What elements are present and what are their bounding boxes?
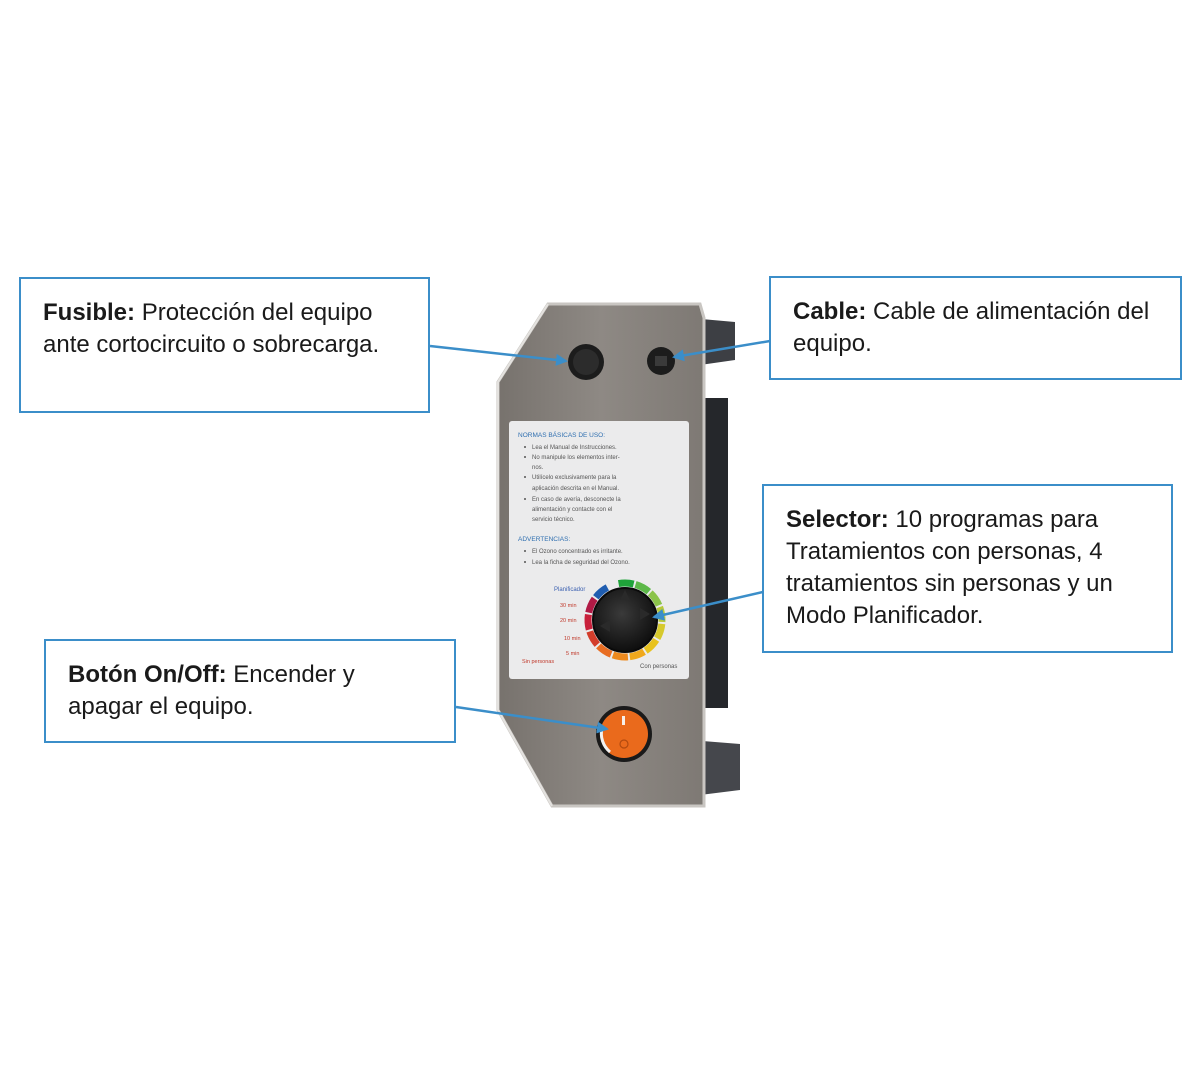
selector-ring-segment xyxy=(617,579,635,588)
program-selector[interactable] xyxy=(584,579,666,661)
cable-text: Cable de alimentación del equipo. xyxy=(793,298,1150,357)
cable-title: Cable: xyxy=(793,298,867,325)
boton-callout: Botón On/Off: Encender y apagar el equip… xyxy=(44,639,456,743)
dial-label-20min: 20 min xyxy=(560,618,577,624)
dial-label-con-personas: Con personas xyxy=(640,664,677,670)
normas-line: aplicación descrita en el Manual. xyxy=(532,486,619,492)
fuse-holder[interactable] xyxy=(568,344,604,380)
selector-ring-segment xyxy=(634,581,652,595)
normas-line: alimentación y contacte con el xyxy=(532,507,612,513)
selector-ring-segment xyxy=(596,643,613,658)
cable-entry xyxy=(647,347,675,375)
selector-text: 10 programas para Tratamientos con perso… xyxy=(786,506,1113,629)
dial-label-5min: 5 min xyxy=(566,651,579,657)
selector-arrow xyxy=(652,590,764,621)
selector-ring-segment xyxy=(611,651,629,661)
normas-line: Utilícelo exclusivamente para la xyxy=(532,475,617,481)
fusible-callout: Fusible: Protección del equipo ante cort… xyxy=(19,277,430,413)
selector-color-ring xyxy=(584,579,666,661)
dial-label-planificador: Planificador xyxy=(554,587,585,593)
selector-ring-segment xyxy=(593,584,610,600)
selector-ring-segment xyxy=(647,590,663,607)
normas-line: No manipule los elementos inter- xyxy=(532,455,620,461)
advertencias-line: El Ozono concentrado es irritante. xyxy=(532,549,623,555)
selector-title: Selector: xyxy=(786,506,889,533)
normas-title: NORMAS BÁSICAS DE USO: xyxy=(518,430,605,439)
boton-arrow xyxy=(455,705,609,734)
advertencias-line: Lea la ficha de seguridad del Ozono. xyxy=(532,560,630,566)
dial-label-sin-personas: Sin personas xyxy=(522,659,554,665)
selector-ring-segment xyxy=(586,630,601,647)
cable-callout: Cable: Cable de alimentación del equipo. xyxy=(769,276,1182,380)
fusible-text: Protección del equipo ante cortocircuito… xyxy=(43,299,380,358)
normas-line: servicio técnico. xyxy=(532,517,575,523)
dial-label-10min: 10 min xyxy=(564,636,581,642)
fusible-arrow xyxy=(429,344,568,366)
boton-title: Botón On/Off: xyxy=(68,661,227,688)
advertencias-title: ADVERTENCIAS: xyxy=(518,536,570,543)
selector-ring-segment xyxy=(585,596,598,614)
callout-arrows xyxy=(429,339,771,734)
selector-ring-segment xyxy=(629,648,646,661)
power-icon xyxy=(619,739,629,749)
normas-line: nos. xyxy=(532,465,544,471)
boton-text: Encender y apagar el equipo. xyxy=(68,661,355,720)
selector-ring-segment xyxy=(654,623,666,640)
dial-label-30min: 30 min xyxy=(560,603,577,609)
normas-line: En caso de avería, desconecte la xyxy=(532,497,621,503)
power-button[interactable] xyxy=(596,706,652,762)
cable-arrow xyxy=(672,339,771,362)
normas-line: Lea el Manual de Instrucciones. xyxy=(532,445,617,451)
selector-ring-segment xyxy=(584,614,593,631)
selector-callout: Selector: 10 programas para Tratamientos… xyxy=(762,484,1173,653)
fusible-title: Fusible: xyxy=(43,299,136,326)
selector-ring-segment xyxy=(643,637,660,654)
